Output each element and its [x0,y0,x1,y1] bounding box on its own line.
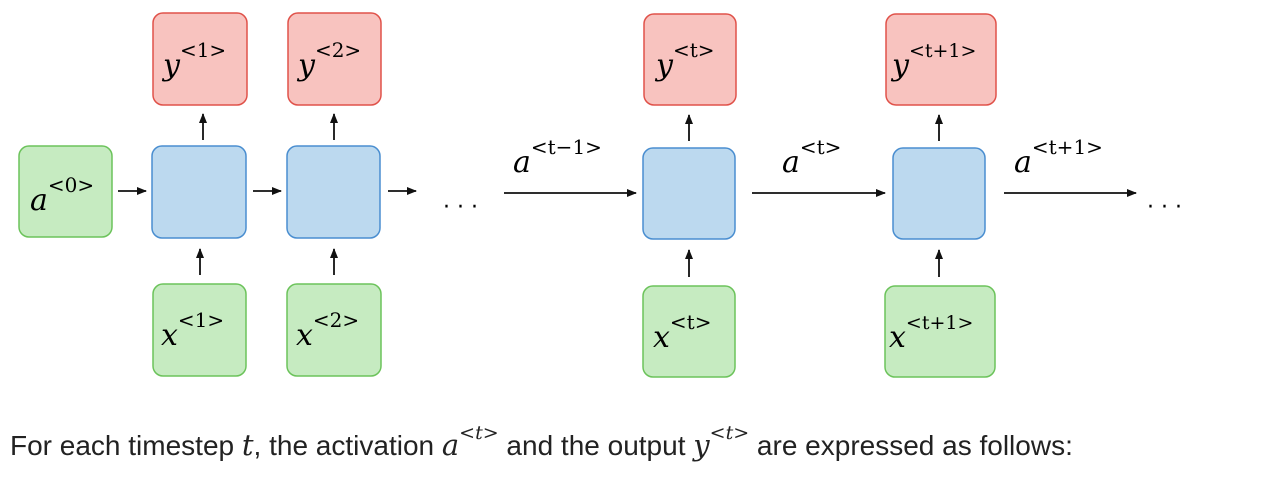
output-label-t-plus-1: y<t+1> [890,40,976,83]
caption-var-y: y [693,428,710,462]
input-box-t [642,285,736,378]
output-label-2: y<2> [296,38,361,83]
activation-label-t: a<t> [782,135,841,180]
initial-activation-label: a<0> [30,173,94,218]
ellipsis-1: · · · [443,195,478,220]
caption-text-2: , the activation [253,430,442,461]
caption-text-4: are expressed as follows: [749,430,1073,461]
output-box-t-plus-1 [885,13,997,106]
initial-activation-box [18,145,113,238]
output-box-1 [152,12,248,106]
activation-label-t-minus-1: a<t−1> [513,135,602,180]
rnn-cell-1 [151,145,247,239]
caption-sup-a: <t> [459,422,499,444]
input-label-t-plus-1: x<t+1> [889,312,973,355]
input-label-1: x<1> [161,308,224,353]
output-label-1: y<1> [161,38,226,83]
activation-label-t-plus-1: a<t+1> [1014,135,1103,180]
input-box-2 [286,283,382,377]
input-box-t-plus-1 [884,285,996,378]
caption-text-1: For each timestep [10,430,242,461]
rnn-cell-t-plus-1 [892,147,986,240]
caption-text-3: and the output [498,430,694,461]
caption: For each timestep t, the activation a<t>… [10,424,1073,463]
output-label-t: y<t> [654,38,715,83]
input-box-1 [152,283,247,377]
input-label-2: x<2> [296,308,359,353]
input-label-t: x<t> [653,310,711,355]
rnn-diagram: a<0> y<1> y<2> y<t> y<t+1> x<1> x<2> x<t… [18,12,1182,378]
rnn-cell-2 [286,145,381,239]
output-box-2 [287,12,382,106]
ellipsis-2: · · · [1147,195,1182,220]
rnn-cell-t [642,147,736,240]
caption-var-t: t [241,428,254,462]
caption-var-a: a [441,428,460,462]
output-box-t [643,13,737,106]
caption-sup-y: <t> [709,422,750,444]
